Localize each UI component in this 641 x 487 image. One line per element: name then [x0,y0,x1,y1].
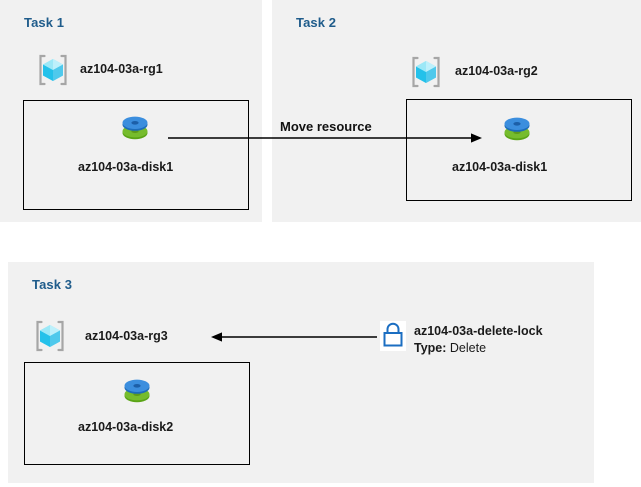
managed-disk-icon [118,111,152,145]
task-2-resource-box [406,99,632,201]
task-2-resource-group-label: az104-03a-rg2 [455,64,538,78]
task-1-panel [0,0,262,222]
delete-lock-type: Type: Delete [414,341,486,355]
lock-icon [380,321,406,351]
delete-lock-arrow [211,327,377,347]
resource-group-icon [36,53,70,87]
task-1-resource-box [23,100,249,210]
task-1-resource-label: az104-03a-disk1 [78,160,174,174]
delete-lock-name: az104-03a-delete-lock [414,324,543,338]
task-1-resource-group-label: az104-03a-rg1 [80,62,163,76]
task-3-label: Task 3 [32,277,73,292]
move-resource-caption: Move resource [280,119,372,134]
move-resource-arrow [168,128,484,148]
managed-disk-icon [500,112,534,146]
managed-disk-icon [120,374,154,408]
task-3-resource-label: az104-03a-disk2 [78,420,174,434]
task-2-label: Task 2 [296,15,337,30]
delete-lock-type-value: Delete [449,341,487,355]
resource-group-icon [33,319,67,353]
task-3-panel [8,262,594,483]
task-2-panel [272,0,641,222]
resource-group-icon [409,55,443,89]
task-2-resource-label: az104-03a-disk1 [452,160,548,174]
task-3-resource-box [24,362,250,465]
task-1-label: Task 1 [24,15,65,30]
task-3-resource-group-label: az104-03a-rg3 [85,329,168,343]
delete-lock-type-label: Type: [414,341,447,355]
